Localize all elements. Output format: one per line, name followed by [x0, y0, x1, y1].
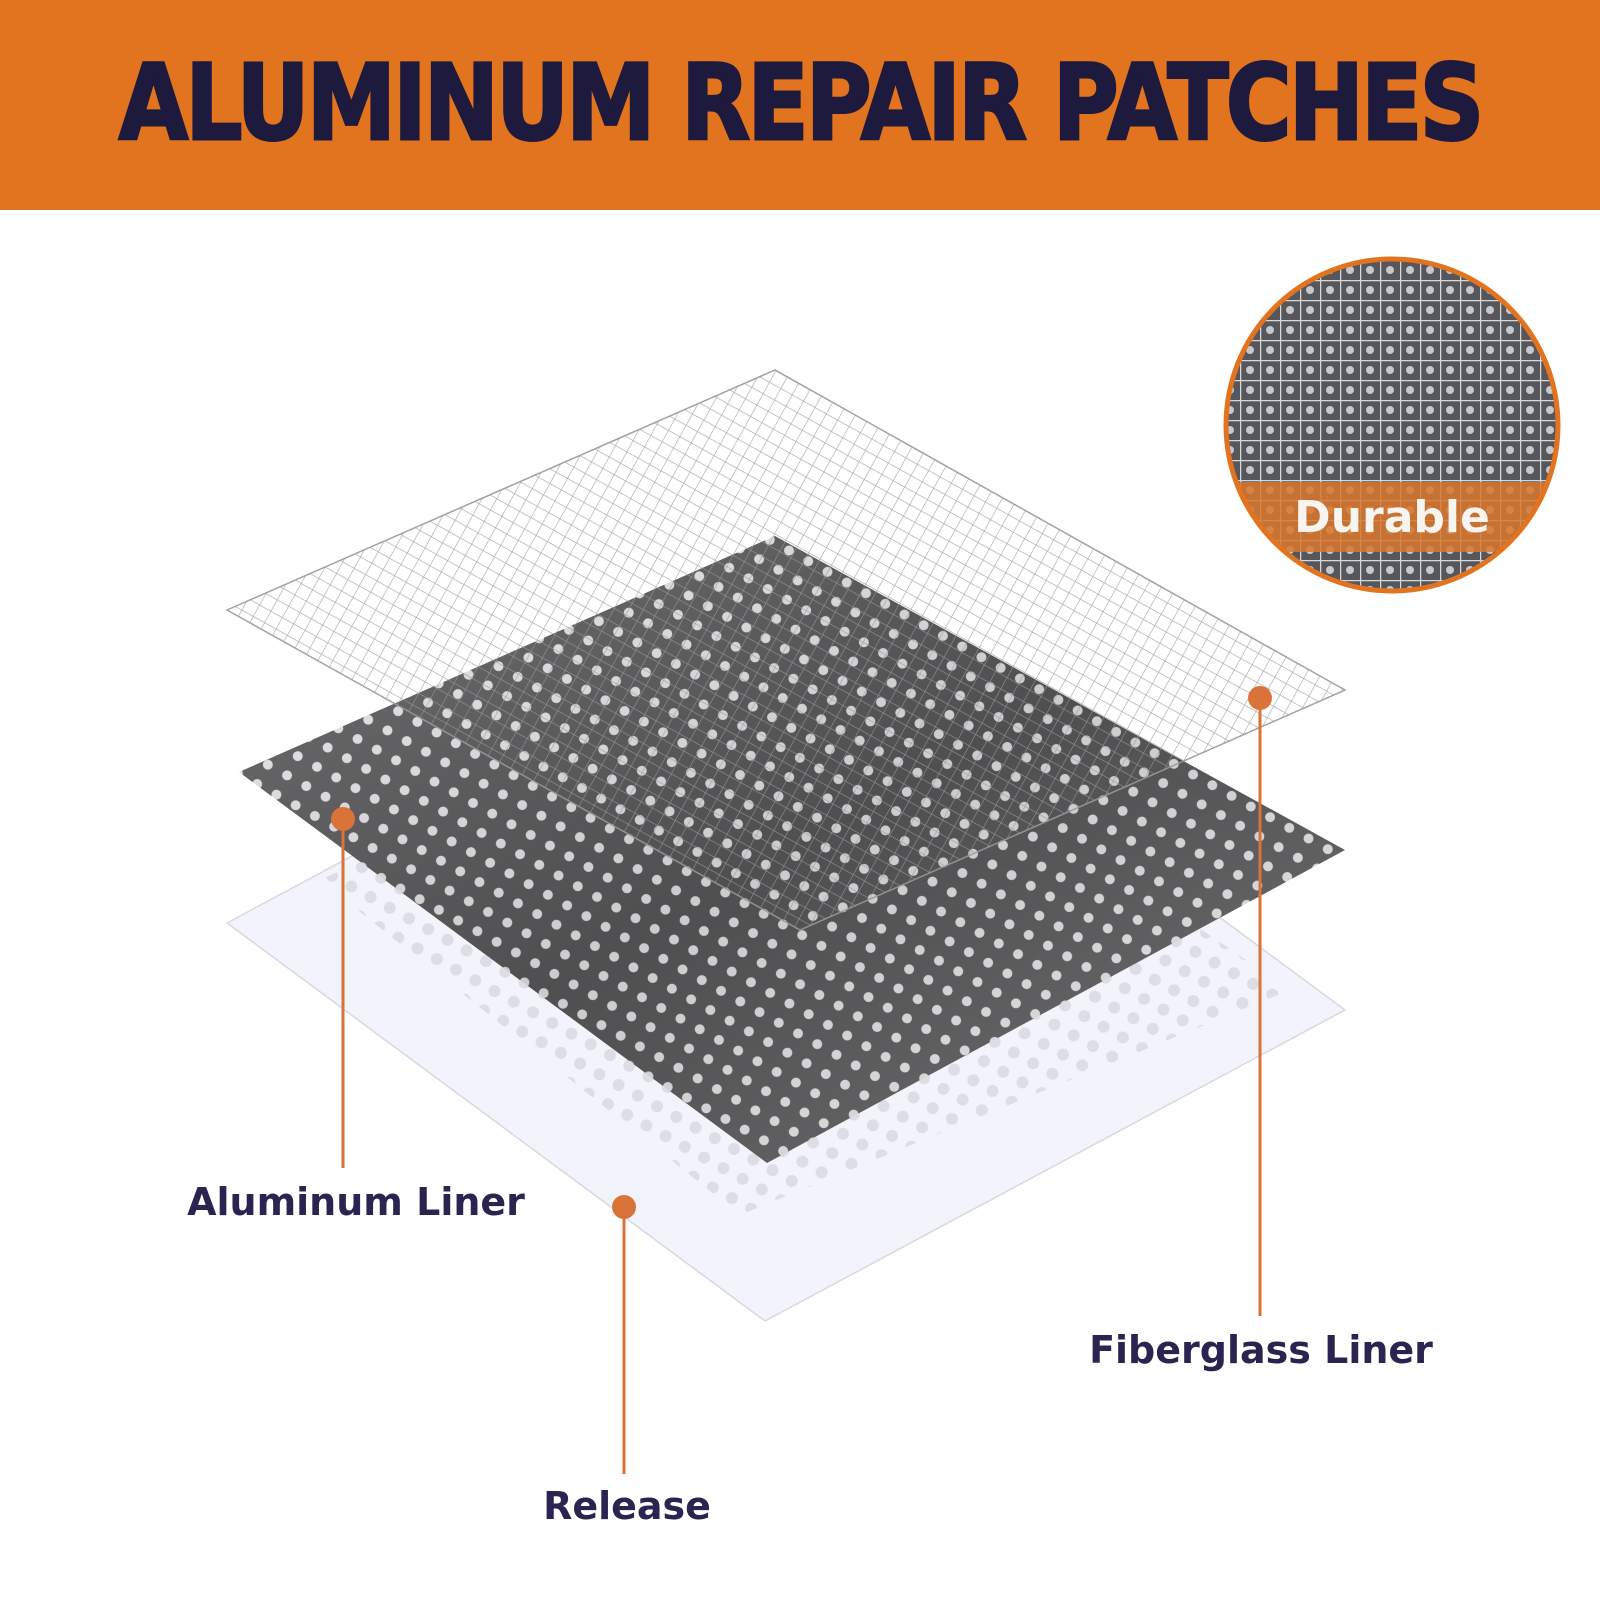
durable-badge [1223, 256, 1561, 594]
fiberglass-callout-dot [1248, 686, 1272, 710]
release-label: Release [543, 1484, 711, 1528]
fiberglass-liner-label: Fiberglass Liner [1089, 1328, 1433, 1372]
aluminum-callout-dot [331, 807, 355, 831]
release-callout-dot [612, 1195, 636, 1219]
page-title: ALUMINUM REPAIR PATCHES [117, 41, 1485, 166]
header-banner: ALUMINUM REPAIR PATCHES [0, 0, 1600, 210]
fiberglass-layer [225, 369, 1347, 931]
durable-label: Durable [1294, 492, 1490, 543]
aluminum-liner-label: Aluminum Liner [187, 1180, 525, 1224]
